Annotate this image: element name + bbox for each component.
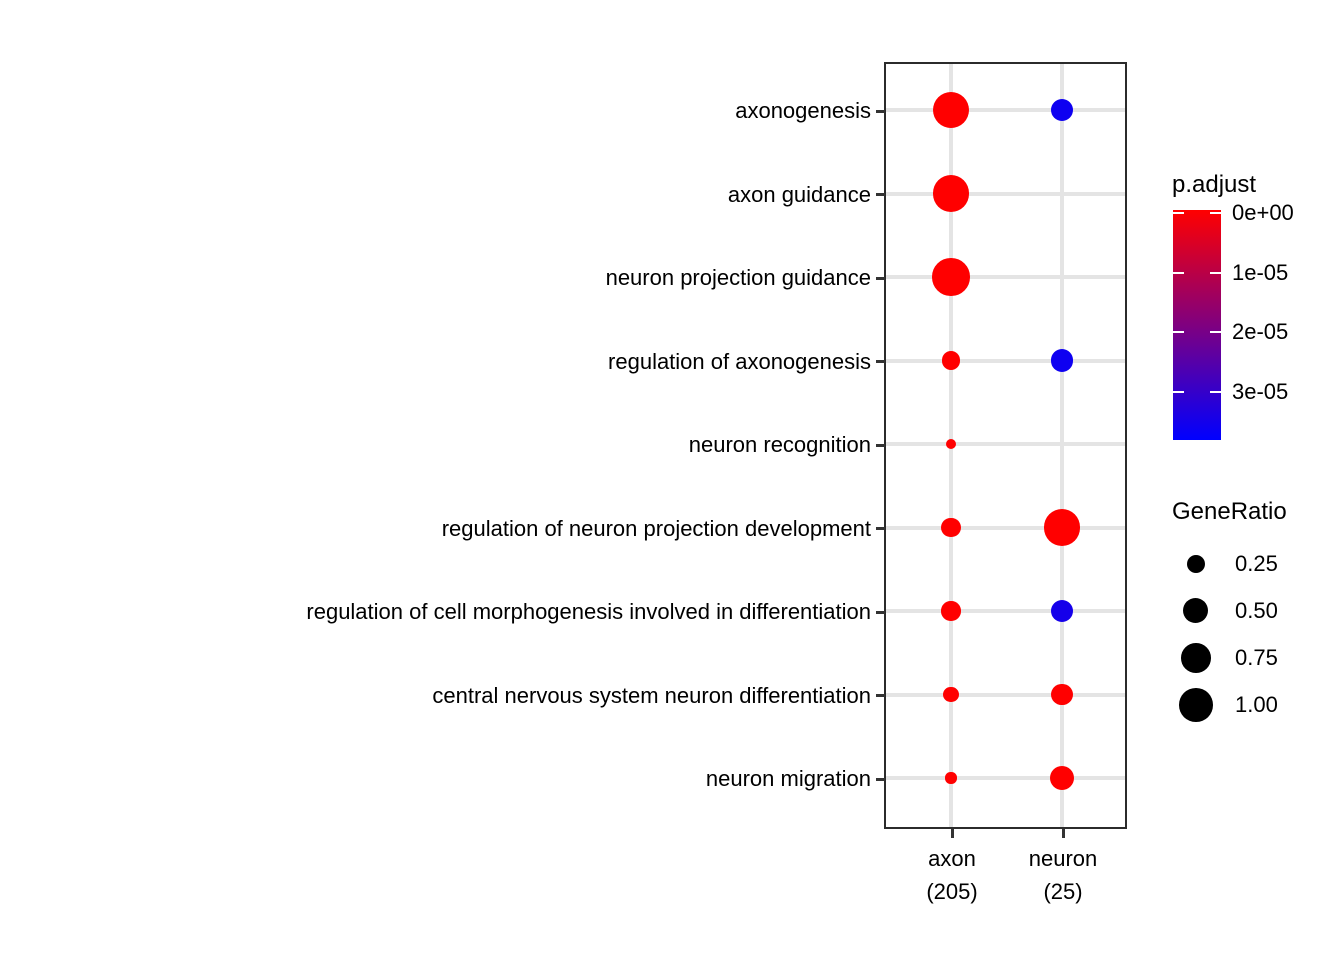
data-point <box>932 175 970 212</box>
data-point <box>945 438 957 450</box>
y-axis-tick <box>876 610 885 614</box>
colorbar-tick-label: 1e-05 <box>1232 259 1289 285</box>
colorbar-tick <box>1210 212 1221 214</box>
colorbar-tick <box>1210 271 1221 274</box>
size-legend-key-label: 0.25 <box>1235 551 1278 576</box>
y-axis-tick <box>876 360 885 363</box>
gridline-horizontal <box>886 442 1125 446</box>
x-axis-label: neuron (25) <box>993 842 1133 908</box>
colorbar-tick <box>1173 212 1184 214</box>
data-point <box>932 258 970 296</box>
y-axis-label: axon guidance <box>727 181 871 207</box>
y-axis-label: regulation of neuron projection developm… <box>441 515 871 541</box>
x-axis-label: axon (205) <box>882 842 1022 908</box>
y-axis-label: regulation of cell morphogenesis involve… <box>306 599 871 624</box>
gridline-horizontal <box>886 609 1125 613</box>
x-axis-tick <box>1061 829 1065 838</box>
gridline-horizontal <box>886 108 1125 112</box>
data-point <box>1050 349 1074 372</box>
data-point <box>932 91 970 129</box>
x-axis-tick <box>950 829 954 838</box>
data-point <box>1049 765 1074 790</box>
y-axis-tick <box>876 694 885 697</box>
y-axis-tick <box>876 527 885 530</box>
data-point <box>1051 99 1073 121</box>
y-axis-tick <box>876 276 885 280</box>
size-legend-key-label: 0.50 <box>1235 598 1278 623</box>
colorbar-tick-label: 2e-05 <box>1232 319 1289 344</box>
data-point <box>941 351 961 370</box>
data-point <box>943 686 959 703</box>
x-axis-label-name: neuron <box>1028 846 1098 871</box>
size-legend-key-dot <box>1183 598 1209 624</box>
y-axis-tick <box>876 109 885 113</box>
data-point <box>1043 509 1081 546</box>
data-point <box>945 772 957 784</box>
color-legend-gradient-bar <box>1173 210 1221 440</box>
x-axis-label-name: axon <box>928 846 976 871</box>
size-legend-key-label: 1.00 <box>1235 692 1278 717</box>
data-point <box>1051 600 1073 622</box>
size-legend-key-label: 0.75 <box>1235 645 1278 670</box>
size-legend-key-dot <box>1181 643 1211 673</box>
y-axis-label: neuron recognition <box>688 432 871 457</box>
gridline-horizontal <box>886 525 1125 530</box>
colorbar-tick <box>1173 390 1184 393</box>
y-axis-tick <box>876 777 885 781</box>
colorbar-tick-label: 0e+00 <box>1232 200 1294 225</box>
gridline-horizontal <box>886 275 1125 279</box>
plot-panel <box>884 62 1127 829</box>
y-axis-label: central nervous system neuron differenti… <box>432 682 871 708</box>
gridline-horizontal <box>886 191 1125 196</box>
y-axis-label: regulation of axonogenesis <box>608 348 871 374</box>
x-axis-label-count: (25) <box>1043 879 1083 904</box>
y-axis-label: neuron migration <box>705 766 871 791</box>
colorbar-tick-label: 3e-05 <box>1232 378 1289 404</box>
data-point <box>1051 683 1073 706</box>
color-legend-title: p.adjust <box>1172 171 1257 198</box>
size-legend-key-dot <box>1179 688 1213 722</box>
colorbar-tick <box>1173 271 1184 274</box>
gridline-horizontal <box>886 692 1125 697</box>
data-point <box>941 517 961 538</box>
data-point <box>941 601 961 621</box>
y-axis-label: axonogenesis <box>735 98 871 123</box>
x-axis-label-count: (205) <box>926 879 978 904</box>
gridline-horizontal <box>886 776 1125 780</box>
y-axis-tick <box>876 193 885 196</box>
y-axis-tick <box>876 443 885 447</box>
colorbar-tick <box>1173 331 1184 333</box>
colorbar-tick <box>1210 390 1221 393</box>
gridline-horizontal <box>886 358 1125 363</box>
size-legend-key-dot <box>1186 554 1206 574</box>
y-axis-label: neuron projection guidance <box>605 265 871 290</box>
colorbar-tick <box>1210 331 1221 333</box>
size-legend-title: GeneRatio <box>1172 498 1287 525</box>
